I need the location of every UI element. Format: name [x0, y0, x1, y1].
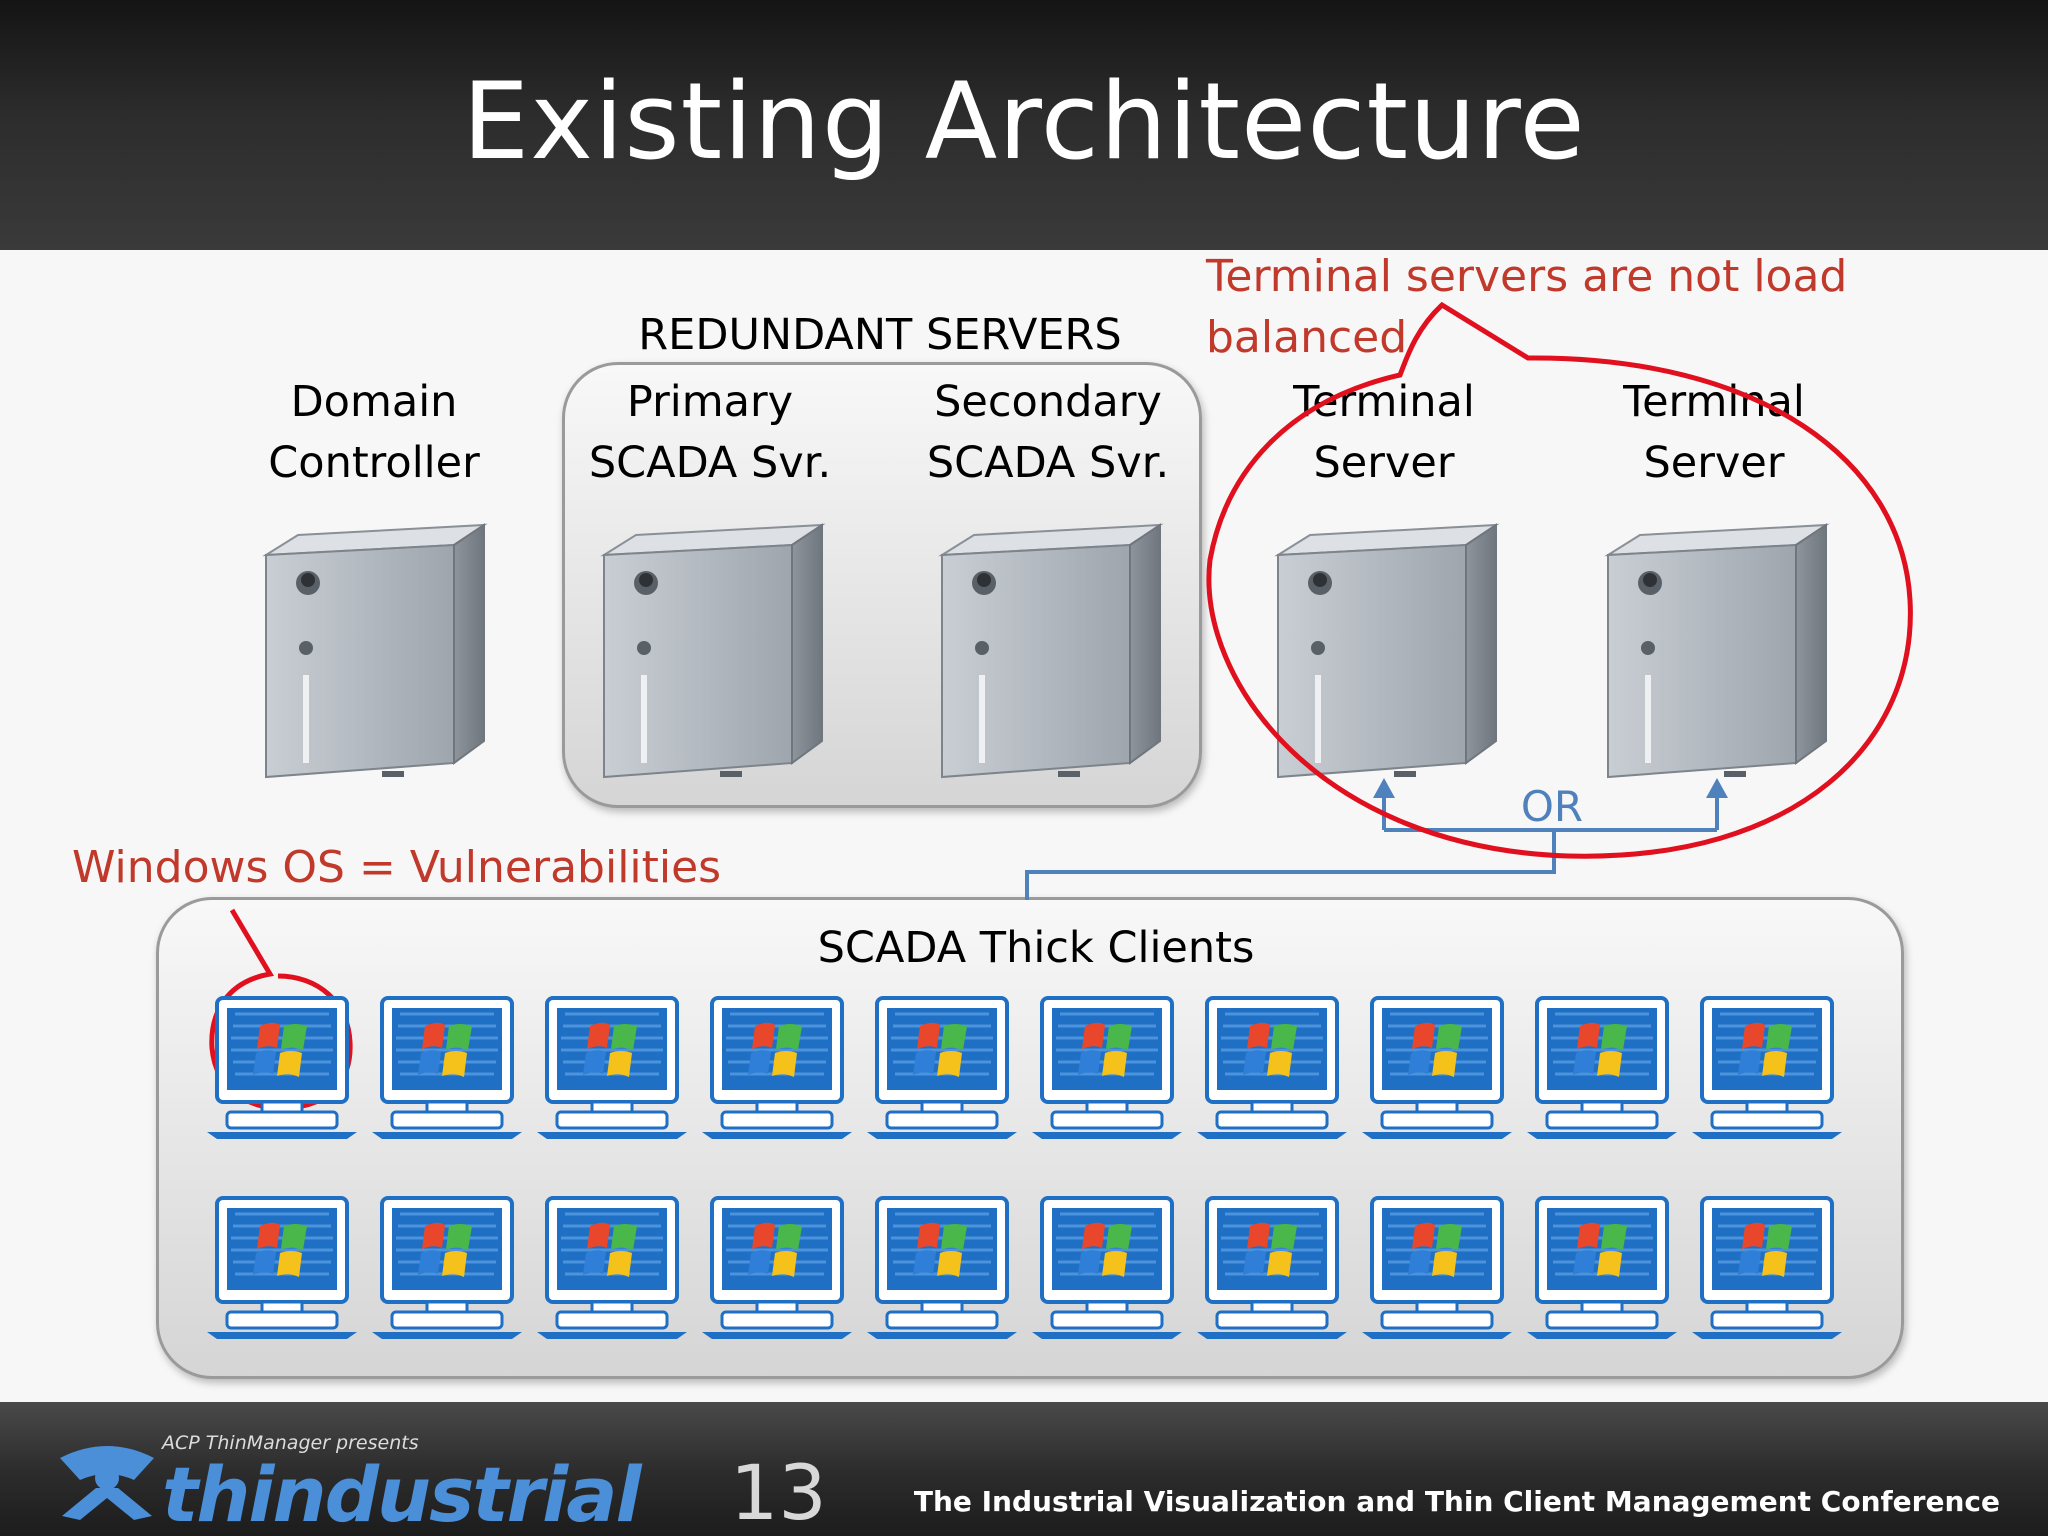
arrow-up-icon — [1373, 778, 1395, 798]
windows-vulnerabilities-note: Windows OS = Vulnerabilities — [72, 842, 722, 893]
windows-monitor-icon — [1692, 1192, 1842, 1342]
conference-footer — [0, 1402, 2048, 1536]
title-bar: Existing Architecture — [0, 0, 2048, 250]
windows-monitor-icon — [1692, 992, 1842, 1142]
windows-monitor-icon — [207, 992, 357, 1142]
windows-monitor-icon — [1527, 992, 1677, 1142]
windows-monitor-icon — [1032, 992, 1182, 1142]
arrow-up-icon — [1706, 778, 1728, 798]
brand-number: 13 — [730, 1448, 827, 1537]
brand-logo: thindustrial — [162, 1450, 642, 1539]
windows-monitor-icon — [1032, 1192, 1182, 1342]
or-label: OR — [1520, 782, 1584, 831]
windows-monitor-icon — [372, 1192, 522, 1342]
windows-monitor-icon — [372, 992, 522, 1142]
thinmanager-logo-icon — [60, 1446, 154, 1520]
windows-monitor-icon — [702, 1192, 852, 1342]
slide-title: Existing Architecture — [462, 60, 1586, 183]
windows-monitor-icon — [1527, 1192, 1677, 1342]
terminal-servers-highlight-circle — [1206, 301, 1913, 859]
redundant-servers-label: REDUNDANT SERVERS — [638, 310, 1122, 360]
windows-monitor-icon — [1362, 1192, 1512, 1342]
windows-monitor-icon — [702, 992, 852, 1142]
conference-tagline: The Industrial Visualization and Thin Cl… — [913, 1485, 2000, 1518]
windows-monitor-icon — [867, 1192, 1017, 1342]
thick-clients-label: SCADA Thick Clients — [817, 923, 1255, 973]
windows-monitor-icon — [537, 1192, 687, 1342]
windows-monitor-icon — [1362, 992, 1512, 1142]
windows-monitor-icon — [537, 992, 687, 1142]
windows-monitor-icon — [1197, 1192, 1347, 1342]
windows-monitor-icon — [207, 1192, 357, 1342]
windows-monitor-icon — [1197, 992, 1347, 1142]
presenter-text: ACP ThinManager presents — [162, 1432, 419, 1454]
windows-monitor-icon — [867, 992, 1017, 1142]
